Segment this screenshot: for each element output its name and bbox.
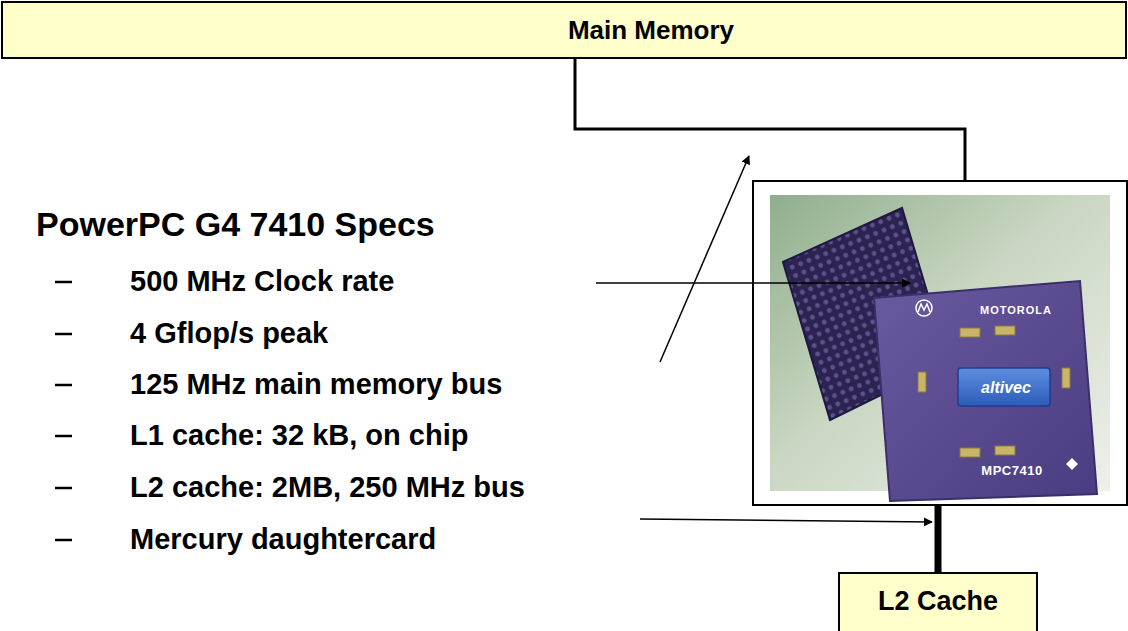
- cache-box: L2 Cache: [838, 572, 1038, 631]
- bus-line: [935, 506, 942, 572]
- leader-line: [640, 519, 932, 522]
- motorola-logo: [916, 300, 932, 316]
- memory-box: Main Memory: [1, 1, 1127, 59]
- processor-chip: [874, 281, 1097, 501]
- leader-line: [660, 156, 749, 362]
- chip-marking: MOTOROLA: [980, 304, 1052, 316]
- chip-pads: [918, 326, 1070, 457]
- altivec-badge: [958, 368, 1050, 406]
- motorola-logo-mark: [918, 304, 930, 312]
- chip-marking: MPC7410: [981, 463, 1042, 478]
- spec-item: L1 cache: 32 kB, on chip: [130, 419, 468, 452]
- spec-item: L2 cache: 2MB, 250 MHz bus: [130, 471, 525, 504]
- box-label: L2 Cache: [878, 586, 998, 617]
- bullet-dashes: [55, 282, 72, 540]
- box-label: Main Memory: [568, 15, 734, 46]
- spec-item: 125 MHz main memory bus: [130, 368, 502, 401]
- spec-heading: PowerPC G4 7410 Specs: [36, 205, 435, 244]
- bus-line: [575, 59, 965, 180]
- spec-item: 500 MHz Clock rate: [130, 265, 394, 298]
- spec-item: Mercury daughtercard: [130, 523, 436, 556]
- spec-item: 4 Gflop/s peak: [130, 317, 328, 350]
- pin-marker: [1066, 458, 1078, 470]
- frame-ground: [754, 182, 1126, 504]
- chip-marking: altivec: [981, 379, 1031, 397]
- processor-frame: MOTOROLA altivecMPC7410: [752, 180, 1128, 506]
